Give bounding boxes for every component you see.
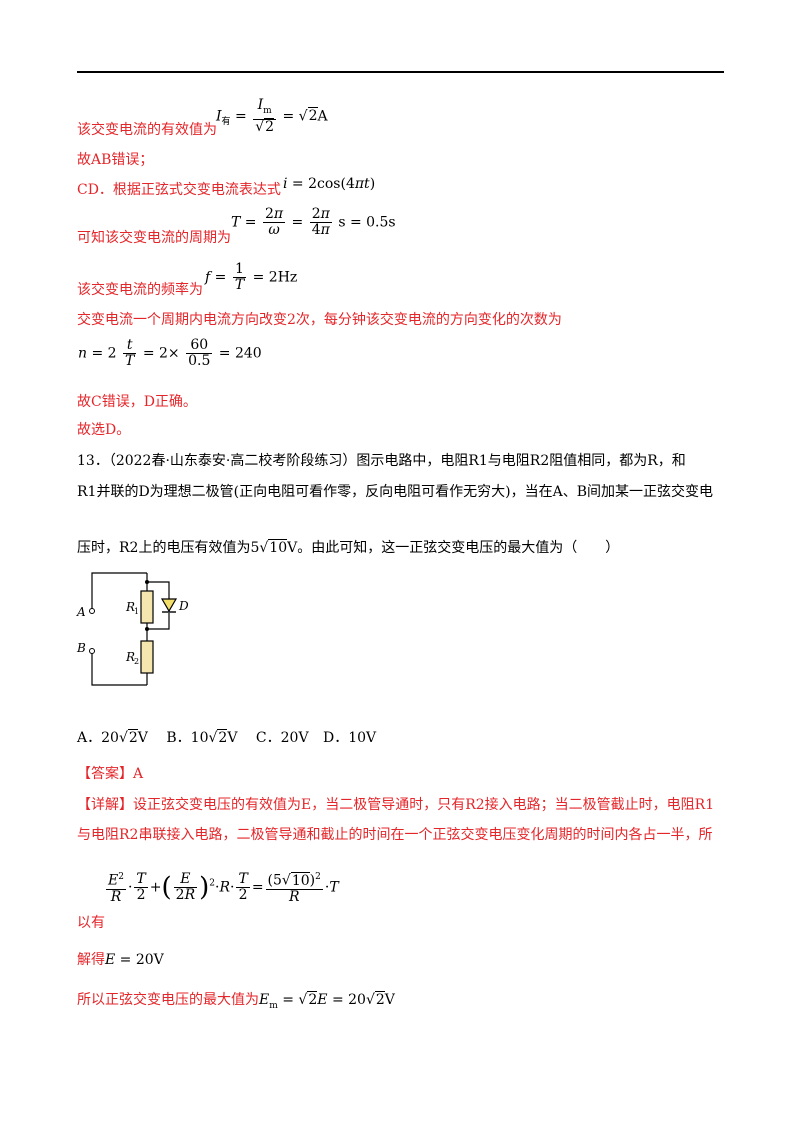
- question-13-line-1: 13．（2022春·山东泰安·高二校考阶段练习）图示电路中，电阻R1与电阻R2阻…: [77, 453, 686, 469]
- option-a-value: 20√2V: [101, 729, 148, 746]
- terminal-b: [89, 648, 95, 654]
- formula-e-value: E = 20V: [105, 952, 164, 968]
- detail-line-4-text: 解得: [77, 952, 105, 968]
- question-13-line-3a: 压时，R2上的电压有效值为: [77, 540, 251, 556]
- question-13-line-2: R1并联的D为理想二极管(正向电阻可看作零，反向电阻可看作无穷大)，当在A、B间…: [77, 484, 713, 500]
- circuit-diagram: A B R 1 R 2 D: [76, 572, 189, 686]
- text-line-6: 交变电流一个周期内电流方向改变2次，每分钟该交变电流的方向变化的次数为: [77, 312, 562, 328]
- question-13-line-3b: 。由此可知，这一正弦交变电压的最大值为（ ）: [297, 540, 620, 556]
- label-r2-sub: 2: [134, 657, 139, 666]
- label-r1: R: [125, 600, 135, 614]
- label-b: B: [76, 641, 86, 655]
- label-a: A: [76, 605, 86, 619]
- terminal-a: [89, 608, 95, 614]
- label-d: D: [178, 599, 189, 613]
- option-c: C．20V: [255, 730, 309, 746]
- answer-line: 【答案】A: [77, 766, 144, 782]
- formula-current-expression: i = 2cos(4πt): [283, 176, 376, 192]
- diode-d: [160, 598, 178, 613]
- detail-line-5: 所以正弦交变电压的最大值为Em = √2E = 20√2V: [77, 990, 395, 1016]
- formula-max-voltage: Em = √2E = 20√2V: [259, 991, 395, 1011]
- text-line-1: 该交变电流的有效值为: [77, 122, 217, 138]
- text-line-8: 故选D。: [77, 422, 131, 438]
- option-a-label: A．: [77, 730, 102, 746]
- detail-line-5-text: 所以正弦交变电压的最大值为: [77, 992, 259, 1008]
- detail-line-4: 解得E = 20V: [77, 950, 164, 970]
- option-d: D．10V: [323, 730, 377, 746]
- header-rule: [77, 71, 724, 73]
- detail-line-1: 【详解】设正弦交变电压的有效值为E，当二极管导通时，只有R2接入电路；当二极管截…: [77, 797, 715, 813]
- resistor-r2: [140, 640, 154, 674]
- detail-line-2: 与电阻R2串联接入电路，二极管导通和截止的时间在一个正弦交变电压变化周期的时间内…: [77, 827, 713, 843]
- text-line-2: 故AB错误；: [77, 152, 154, 168]
- text-line-4: 可知该交变电流的周期为: [77, 230, 231, 246]
- resistor-r1: [140, 590, 154, 624]
- options-row: A．20√2V B．10√2V C．20V D．10V: [77, 728, 376, 748]
- label-r2: R: [125, 650, 135, 664]
- option-b-label: B．: [166, 730, 191, 746]
- formula-r2-voltage: 5√10V: [250, 539, 298, 556]
- text-line-7: 故C错误，D正确。: [77, 394, 197, 410]
- text-line-3: CD．根据正弦式交变电流表达式: [77, 182, 281, 198]
- question-13-line-3: 压时，R2上的电压有效值为5√10V。由此可知，这一正弦交变电压的最大值为（ ）: [77, 538, 619, 558]
- label-r1-sub: 1: [134, 607, 139, 616]
- formula-effective-current: I有 = Im√2 = √2A: [216, 97, 328, 135]
- detail-line-3: 以有: [77, 915, 105, 931]
- text-line-5: 该交变电流的频率为: [77, 282, 203, 298]
- option-b-value: 10√2V: [190, 729, 238, 746]
